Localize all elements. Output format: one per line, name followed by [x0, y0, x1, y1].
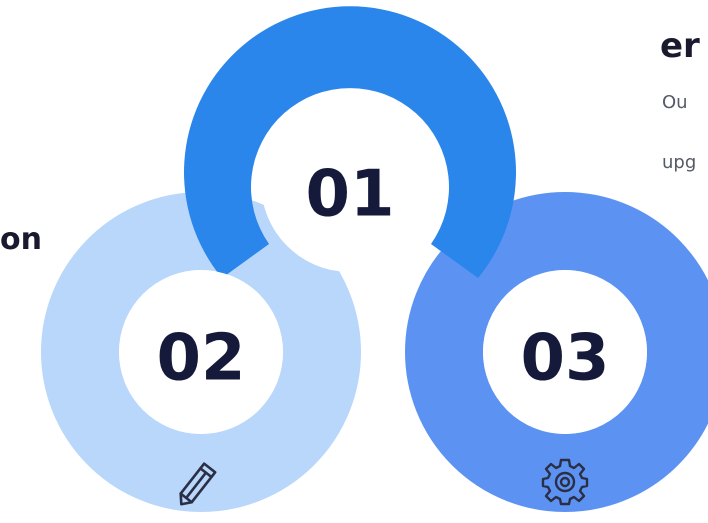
disc-01	[261, 94, 439, 272]
step-number-01: 01	[305, 158, 394, 232]
pencil-icon	[179, 462, 217, 506]
disc-03	[483, 270, 647, 434]
right-body-line-1: Ou	[662, 92, 688, 113]
gear-icon	[541, 458, 589, 506]
right-body-line-2: upg	[662, 152, 697, 173]
ring-01	[184, 6, 516, 279]
left-heading-fragment: on	[0, 222, 42, 257]
right-heading-fragment: er	[660, 26, 700, 66]
step-number-02: 02	[156, 322, 245, 396]
disc-02	[119, 270, 283, 434]
step-number-03: 03	[520, 322, 609, 396]
